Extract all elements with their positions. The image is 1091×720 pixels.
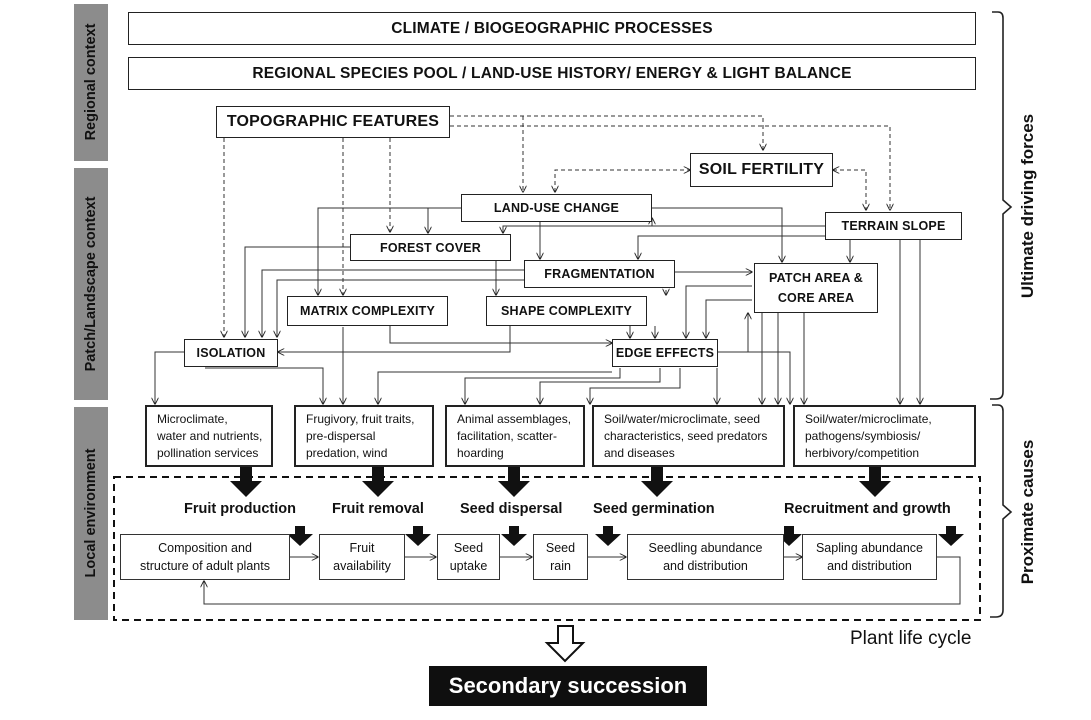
- sidebar-regional: Regional context: [74, 4, 108, 161]
- cycle-3-line-1: Seed: [453, 541, 484, 555]
- sidebar-landscape: Patch/Landscape context: [74, 168, 108, 400]
- cause-5-line-2: pathogens/symbiosis/: [805, 429, 921, 443]
- cause-box-pathogens: Soil/water/microclimate, pathogens/symbi…: [793, 405, 976, 467]
- cycle-fruit-availability: Fruit availability: [319, 534, 405, 580]
- label-ultimate-driving-forces: Ultimate driving forces: [1018, 113, 1037, 299]
- cycle-4-line-2: rain: [550, 559, 571, 573]
- cause-2-line-1: Frugivory, fruit traits,: [306, 412, 415, 426]
- node-edge-effects: EDGE EFFECTS: [612, 339, 718, 367]
- cycle-seedling-abundance: Seedling abundance and distribution: [627, 534, 784, 580]
- sidebar-local: Local environment: [74, 407, 108, 620]
- cause-3-line-3: hoarding: [457, 446, 504, 460]
- node-isolation: ISOLATION: [184, 339, 278, 367]
- cause-3-line-2: facilitation, scatter-: [457, 429, 558, 443]
- patch-line-1: PATCH AREA &: [768, 271, 864, 285]
- cycle-6-line-2: and distribution: [827, 559, 912, 573]
- cause-box-microclimate: Microclimate, water and nutrients, polli…: [145, 405, 273, 467]
- cause-links: [155, 240, 920, 404]
- cause-3-line-1: Animal assemblages,: [457, 412, 572, 426]
- cycle-adult-plants: Composition and structure of adult plant…: [120, 534, 290, 580]
- cause-2-line-2: pre-dispersal: [306, 429, 376, 443]
- node-topographic-features: TOPOGRAPHIC FEATURES: [216, 106, 450, 138]
- cause-2-line-3: predation, wind: [306, 446, 388, 460]
- local-environment-frame: [113, 476, 981, 621]
- cycle-sapling-abundance: Sapling abundance and distribution: [802, 534, 937, 580]
- cycle-5-line-2: and distribution: [663, 559, 748, 573]
- patch-line-2: CORE AREA: [777, 291, 855, 305]
- succession-arrow: [544, 625, 586, 663]
- cycle-2-line-2: availability: [333, 559, 391, 573]
- node-shape-complexity: SHAPE COMPLEXITY: [486, 296, 647, 326]
- sidebar-regional-label: Regional context: [83, 23, 99, 141]
- cause-1-line-1: Microclimate,: [157, 412, 228, 426]
- bold-arrows: [230, 467, 964, 546]
- node-terrain-slope: TERRAIN SLOPE: [825, 212, 962, 240]
- cause-box-animal-assemblages: Animal assemblages, facilitation, scatte…: [445, 405, 585, 467]
- node-land-use-change: LAND-USE CHANGE: [461, 194, 652, 222]
- stage-seed-germination: Seed germination: [593, 501, 715, 517]
- cycle-6-line-1: Sapling abundance: [815, 541, 924, 555]
- label-proximate-causes: Proximate causes: [1018, 439, 1037, 585]
- cause-1-line-2: water and nutrients,: [157, 429, 263, 443]
- node-forest-cover: FOREST COVER: [350, 234, 511, 261]
- cause-box-frugivory: Frugivory, fruit traits, pre-dispersal p…: [294, 405, 434, 467]
- cycle-links: [204, 557, 961, 605]
- dashed-links: [224, 115, 890, 337]
- cycle-4-line-1: Seed: [545, 541, 576, 555]
- cycle-2-line-1: Fruit: [349, 541, 375, 555]
- secondary-succession-box: Secondary succession: [429, 666, 707, 706]
- node-matrix-complexity: MATRIX COMPLEXITY: [287, 296, 448, 326]
- cause-5-line-1: Soil/water/microclimate,: [805, 412, 932, 426]
- climate-band: CLIMATE / BIOGEOGRAPHIC PROCESSES: [128, 12, 976, 45]
- cycle-3-line-2: uptake: [449, 559, 488, 573]
- stage-recruitment-growth: Recruitment and growth: [784, 501, 951, 517]
- cause-box-seed-characteristics: Soil/water/microclimate, seed characteri…: [592, 405, 785, 467]
- plant-life-cycle-label: Plant life cycle: [850, 628, 972, 649]
- cycle-seed-rain: Seed rain: [533, 534, 588, 580]
- stage-seed-dispersal: Seed dispersal: [460, 501, 563, 517]
- sidebar-landscape-label: Patch/Landscape context: [83, 196, 99, 372]
- cause-4-line-3: and diseases: [604, 446, 675, 460]
- cycle-seed-uptake: Seed uptake: [437, 534, 500, 580]
- cause-4-line-1: Soil/water/microclimate, seed: [604, 412, 761, 426]
- cause-4-line-2: characteristics, seed predators: [604, 429, 768, 443]
- node-fragmentation: FRAGMENTATION: [524, 260, 675, 288]
- cause-1-line-3: pollination services: [157, 446, 259, 460]
- cycle-5-line-1: Seedling abundance: [648, 541, 763, 555]
- node-patch-core-area: PATCH AREA & CORE AREA: [754, 263, 878, 313]
- sidebar-local-label: Local environment: [83, 448, 99, 578]
- stage-fruit-removal: Fruit removal: [332, 501, 424, 517]
- right-braces: [990, 11, 1013, 618]
- cycle-1-line-1: Composition and: [158, 541, 252, 555]
- regional-species-band: REGIONAL SPECIES POOL / LAND-USE HISTORY…: [128, 57, 976, 90]
- cycle-1-line-2: structure of adult plants: [140, 559, 270, 573]
- node-soil-fertility: SOIL FERTILITY: [690, 153, 833, 187]
- cause-5-line-3: herbivory/competition: [805, 446, 920, 460]
- stage-fruit-production: Fruit production: [184, 501, 296, 517]
